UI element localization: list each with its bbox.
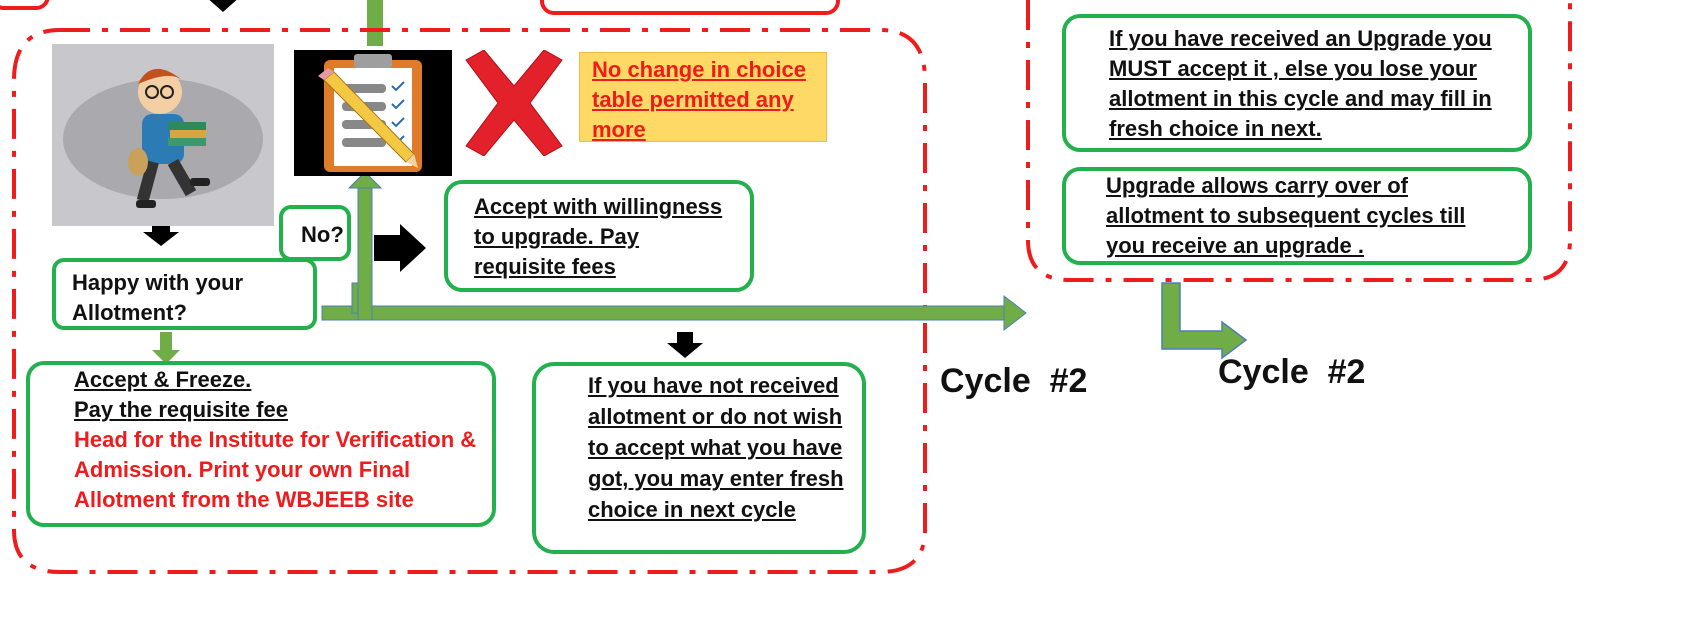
clipboard-image bbox=[294, 50, 452, 176]
carry-over-box: Upgrade allows carry over of allotment t… bbox=[1062, 167, 1532, 265]
accept-freeze-box: Accept & Freeze. Pay the requisite fee H… bbox=[26, 361, 496, 527]
notice-text: No change in choice table permitted any … bbox=[592, 57, 806, 142]
green-arrow-up-to-clipboard bbox=[347, 171, 383, 321]
green-arrow-down-to-freeze bbox=[152, 332, 180, 364]
happy-with-allotment-text: Happy with your Allotment? bbox=[72, 270, 244, 325]
right-dash-border bbox=[1026, 0, 1572, 282]
top-center-box-fragment bbox=[540, 0, 840, 15]
freeze-line3: Head for the Institute for Verification … bbox=[74, 427, 477, 512]
no-allotment-text: If you have not received allotment or do… bbox=[588, 373, 844, 522]
freeze-line2: Pay the requisite fee bbox=[74, 397, 288, 422]
red-cross-icon bbox=[465, 50, 563, 156]
freeze-line1: Accept & Freeze. bbox=[74, 367, 252, 392]
black-arrow-down-no-allotment bbox=[667, 332, 703, 358]
green-arrow-to-cycle2-right bbox=[1161, 282, 1248, 360]
left-dash-border bbox=[12, 28, 927, 574]
black-arrow-right bbox=[374, 224, 426, 272]
no-question-box: No? bbox=[279, 205, 351, 261]
cycle-label-left: Cycle #2 bbox=[940, 362, 1088, 400]
upgrade-must-accept-text: If you have received an Upgrade you MUST… bbox=[1109, 26, 1492, 141]
no-question-label: No? bbox=[301, 222, 344, 247]
cycle-label-right: Cycle #2 bbox=[1218, 353, 1366, 391]
no-allotment-box: If you have not received allotment or do… bbox=[532, 362, 866, 554]
accept-upgrade-box: Accept with willingness to upgrade. Pay … bbox=[444, 180, 754, 292]
student-with-books-icon bbox=[63, 68, 263, 208]
notice-box: No change in choice table permitted any … bbox=[579, 52, 827, 142]
student-image bbox=[52, 44, 274, 226]
top-green-stem bbox=[367, 0, 383, 46]
happy-with-allotment-box: Happy with your Allotment? bbox=[52, 258, 317, 330]
carry-over-text: Upgrade allows carry over of allotment t… bbox=[1106, 173, 1466, 258]
accept-upgrade-text: Accept with willingness to upgrade. Pay … bbox=[474, 194, 723, 279]
top-black-arrow bbox=[205, 0, 241, 12]
upgrade-must-accept-box: If you have received an Upgrade you MUST… bbox=[1062, 14, 1532, 152]
clipboard-checklist-icon bbox=[318, 54, 422, 172]
